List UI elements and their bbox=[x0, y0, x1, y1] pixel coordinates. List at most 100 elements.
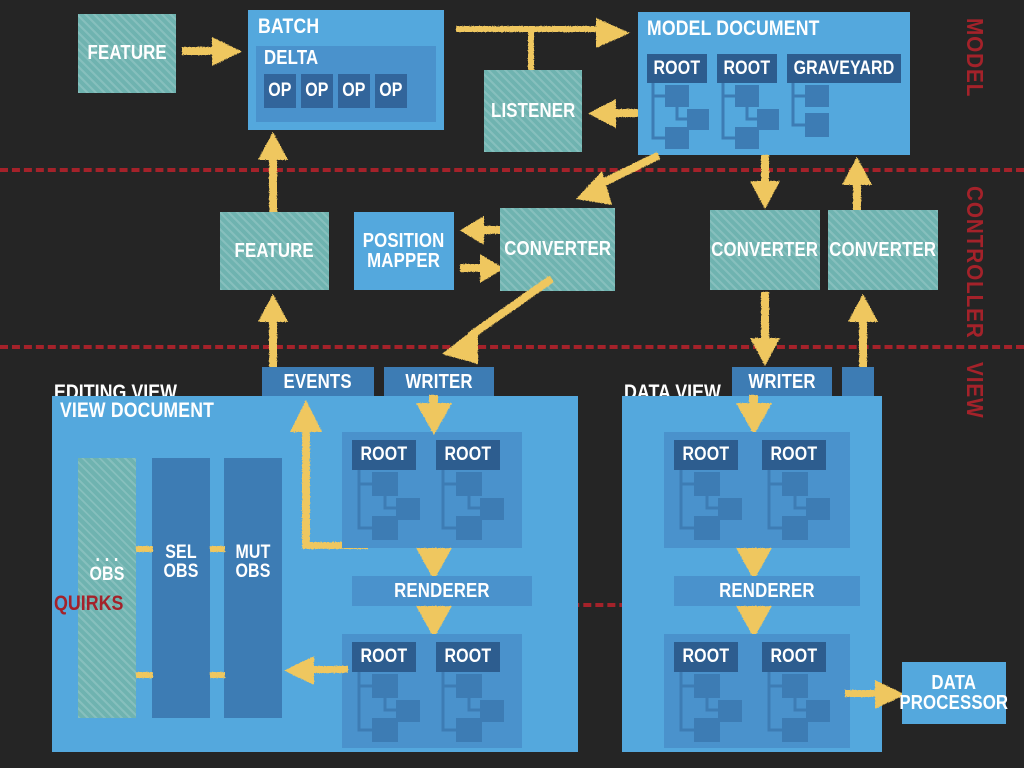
data-root-header[interactable]: ROOT bbox=[674, 642, 738, 672]
editing-writer-label: WRITER bbox=[405, 370, 473, 393]
data-root-header[interactable]: ROOT bbox=[762, 440, 826, 470]
delta-label: DELTA bbox=[264, 47, 319, 69]
arrow-converter-to-data-writer bbox=[748, 292, 782, 370]
editing-root-label: ROOT bbox=[360, 646, 408, 668]
layer-label-model: MODEL bbox=[962, 18, 988, 98]
op-box[interactable]: OP bbox=[264, 74, 296, 108]
arrow-writer-to-editing-tree bbox=[414, 395, 454, 437]
arrow-data-tree-to-data-processor bbox=[845, 678, 909, 712]
batch-label: BATCH bbox=[258, 15, 320, 38]
editing-renderer-box[interactable]: RENDERER bbox=[352, 576, 532, 606]
arrow-model-document-to-converter-data bbox=[748, 155, 782, 213]
data-tree-graphic bbox=[762, 470, 834, 542]
editing-observer-mut-label: MUT OBS bbox=[235, 542, 271, 583]
arrow-feature-to-batch bbox=[182, 36, 246, 68]
editing-view-document-panel[interactable]: VIEW DOCUMENT . . . OBS SEL OBS MUT OBS bbox=[52, 395, 578, 752]
op-label: OP bbox=[379, 80, 403, 102]
position-mapper-box[interactable]: POSITION MAPPER bbox=[354, 212, 454, 290]
delta-box[interactable]: DELTA OP OP OP OP bbox=[256, 46, 436, 122]
op-box[interactable]: OP bbox=[375, 74, 407, 108]
layer-label-controller: CONTROLLER bbox=[962, 186, 988, 339]
data-renderer-label: RENDERER bbox=[719, 579, 815, 602]
model-document-box[interactable]: MODEL DOCUMENT ROOT ROOT GRAVEYARD bbox=[638, 12, 910, 155]
controller-converter-data-down-box[interactable]: CONVERTER bbox=[710, 210, 820, 290]
data-renderer-box[interactable]: RENDERER bbox=[674, 576, 860, 606]
arrow-converter-to-model-document bbox=[840, 155, 874, 213]
editing-renderer-label: RENDERER bbox=[394, 579, 490, 602]
editing-observer-mut[interactable]: MUT OBS bbox=[224, 458, 282, 718]
data-tree-group-bottom[interactable]: ROOT ROOT bbox=[664, 634, 850, 748]
editing-tree-graphic bbox=[436, 470, 508, 542]
arrow-model-document-to-listener bbox=[586, 98, 644, 130]
editing-observer-sel-label: SEL OBS bbox=[163, 542, 199, 583]
editing-root-label: ROOT bbox=[444, 646, 492, 668]
model-document-label: MODEL DOCUMENT bbox=[647, 17, 820, 40]
arrow-data-writer-to-tree bbox=[734, 395, 774, 437]
editing-root-header[interactable]: ROOT bbox=[436, 642, 500, 672]
data-root-header[interactable]: ROOT bbox=[674, 440, 738, 470]
op-label: OP bbox=[268, 80, 292, 102]
data-processor-label: DATA PROCESSOR bbox=[899, 671, 1009, 714]
data-root-label: ROOT bbox=[682, 646, 730, 668]
arrow-data-renderer-to-tree bbox=[734, 604, 774, 642]
graveyard-tree-graphic bbox=[787, 83, 851, 151]
data-tree-graphic bbox=[674, 672, 746, 744]
op-label: OP bbox=[342, 80, 366, 102]
data-root-label: ROOT bbox=[682, 444, 730, 466]
model-tree-graphic bbox=[647, 83, 711, 151]
arrow-observer-link bbox=[136, 544, 154, 554]
model-feature-box[interactable]: FEATURE bbox=[78, 14, 176, 93]
controller-converter-data-up-box[interactable]: CONVERTER bbox=[828, 210, 938, 290]
editing-root-header[interactable]: ROOT bbox=[352, 642, 416, 672]
data-tree-group-top[interactable]: ROOT ROOT bbox=[664, 432, 850, 548]
arrow-editing-renderer-to-tree bbox=[414, 604, 454, 642]
arrow-controller-feature-to-batch bbox=[256, 130, 290, 212]
arrow-observers-to-events bbox=[280, 396, 370, 556]
model-graveyard-label: GRAVEYARD bbox=[793, 57, 895, 79]
data-view-document-panel[interactable]: ROOT ROOT bbox=[622, 395, 882, 752]
arrow-editing-tree-to-observers bbox=[280, 654, 348, 688]
editing-view-document-label: VIEW DOCUMENT bbox=[60, 399, 215, 422]
editing-observer-ellipsis-label: . . . OBS bbox=[89, 545, 125, 586]
editing-tree-graphic bbox=[352, 470, 424, 542]
controller-feature-box[interactable]: FEATURE bbox=[220, 212, 329, 290]
arrow-batch-to-model-document bbox=[456, 18, 636, 82]
model-root-header[interactable]: ROOT bbox=[717, 54, 777, 83]
controller-converter-data-down-label: CONVERTER bbox=[711, 238, 819, 261]
editing-tree-group-top[interactable]: ROOT ROOT bbox=[342, 432, 522, 548]
arrow-position-mapper-to-converter bbox=[458, 252, 506, 286]
editing-observer-ellipsis[interactable]: . . . OBS bbox=[78, 458, 136, 718]
editing-tree-group-bottom[interactable]: ROOT ROOT bbox=[342, 634, 522, 748]
editing-writer-tab[interactable]: WRITER bbox=[384, 367, 494, 397]
data-processor-box[interactable]: DATA PROCESSOR bbox=[899, 662, 1009, 724]
controller-converter-editing-label: CONVERTER bbox=[504, 238, 611, 261]
batch-box[interactable]: BATCH DELTA OP OP OP OP bbox=[248, 10, 444, 130]
listener-box[interactable]: LISTENER bbox=[484, 70, 582, 152]
layer-label-view: VIEW bbox=[962, 362, 988, 419]
model-root-header[interactable]: ROOT bbox=[647, 54, 707, 83]
op-box[interactable]: OP bbox=[338, 74, 370, 108]
position-mapper-label: POSITION MAPPER bbox=[363, 229, 445, 272]
data-root-label: ROOT bbox=[770, 444, 818, 466]
editing-tree-graphic bbox=[436, 672, 508, 744]
model-tree-graphic bbox=[717, 83, 781, 151]
op-label: OP bbox=[305, 80, 329, 102]
model-graveyard-header[interactable]: GRAVEYARD bbox=[787, 54, 901, 83]
data-root-header[interactable]: ROOT bbox=[762, 642, 826, 672]
op-box[interactable]: OP bbox=[301, 74, 333, 108]
divider-model-controller bbox=[0, 168, 1024, 172]
editing-root-label: ROOT bbox=[360, 444, 408, 466]
data-view-extra-tab[interactable] bbox=[842, 367, 874, 397]
quirks-label: QUIRKS bbox=[54, 592, 124, 615]
data-writer-tab[interactable]: WRITER bbox=[732, 367, 832, 397]
editing-events-label: EVENTS bbox=[283, 370, 353, 393]
editing-observer-sel[interactable]: SEL OBS bbox=[152, 458, 210, 718]
editing-root-header[interactable]: ROOT bbox=[352, 440, 416, 470]
controller-converter-editing-box[interactable]: CONVERTER bbox=[500, 208, 615, 291]
editing-root-header[interactable]: ROOT bbox=[436, 440, 500, 470]
arrow-data-view-to-converter bbox=[846, 292, 880, 370]
arrow-model-document-to-converter bbox=[572, 151, 668, 213]
data-tree-graphic bbox=[674, 470, 746, 542]
editing-events-tab[interactable]: EVENTS bbox=[262, 367, 374, 397]
